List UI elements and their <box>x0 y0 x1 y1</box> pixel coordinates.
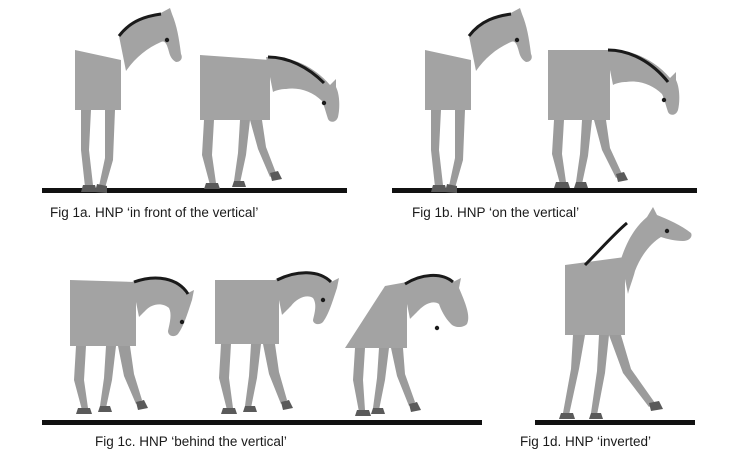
caption-fig-1a: Fig 1a. HNP ‘in front of the vertical’ <box>50 205 259 220</box>
caption-fig-1c: Fig 1c. HNP ‘behind the vertical’ <box>95 434 287 449</box>
horse-1d <box>559 207 692 419</box>
horse-1b-left <box>425 8 532 193</box>
ground-line-1b <box>392 188 697 193</box>
horse-1c-left <box>70 276 194 414</box>
caption-fig-1b: Fig 1b. HNP ‘on the vertical’ <box>412 205 580 220</box>
horse-1c-middle <box>215 271 339 414</box>
horse-1b-right <box>548 48 680 188</box>
caption-fig-1d: Fig 1d. HNP ‘inverted’ <box>520 434 652 449</box>
horse-1c-right <box>345 274 469 416</box>
ground-lines <box>42 188 697 425</box>
ground-line-1c <box>42 420 482 425</box>
horse-1a-right <box>200 55 340 189</box>
ground-line-1a <box>42 188 347 193</box>
ground-line-1d <box>535 420 695 425</box>
horse-1a-left <box>75 8 182 193</box>
